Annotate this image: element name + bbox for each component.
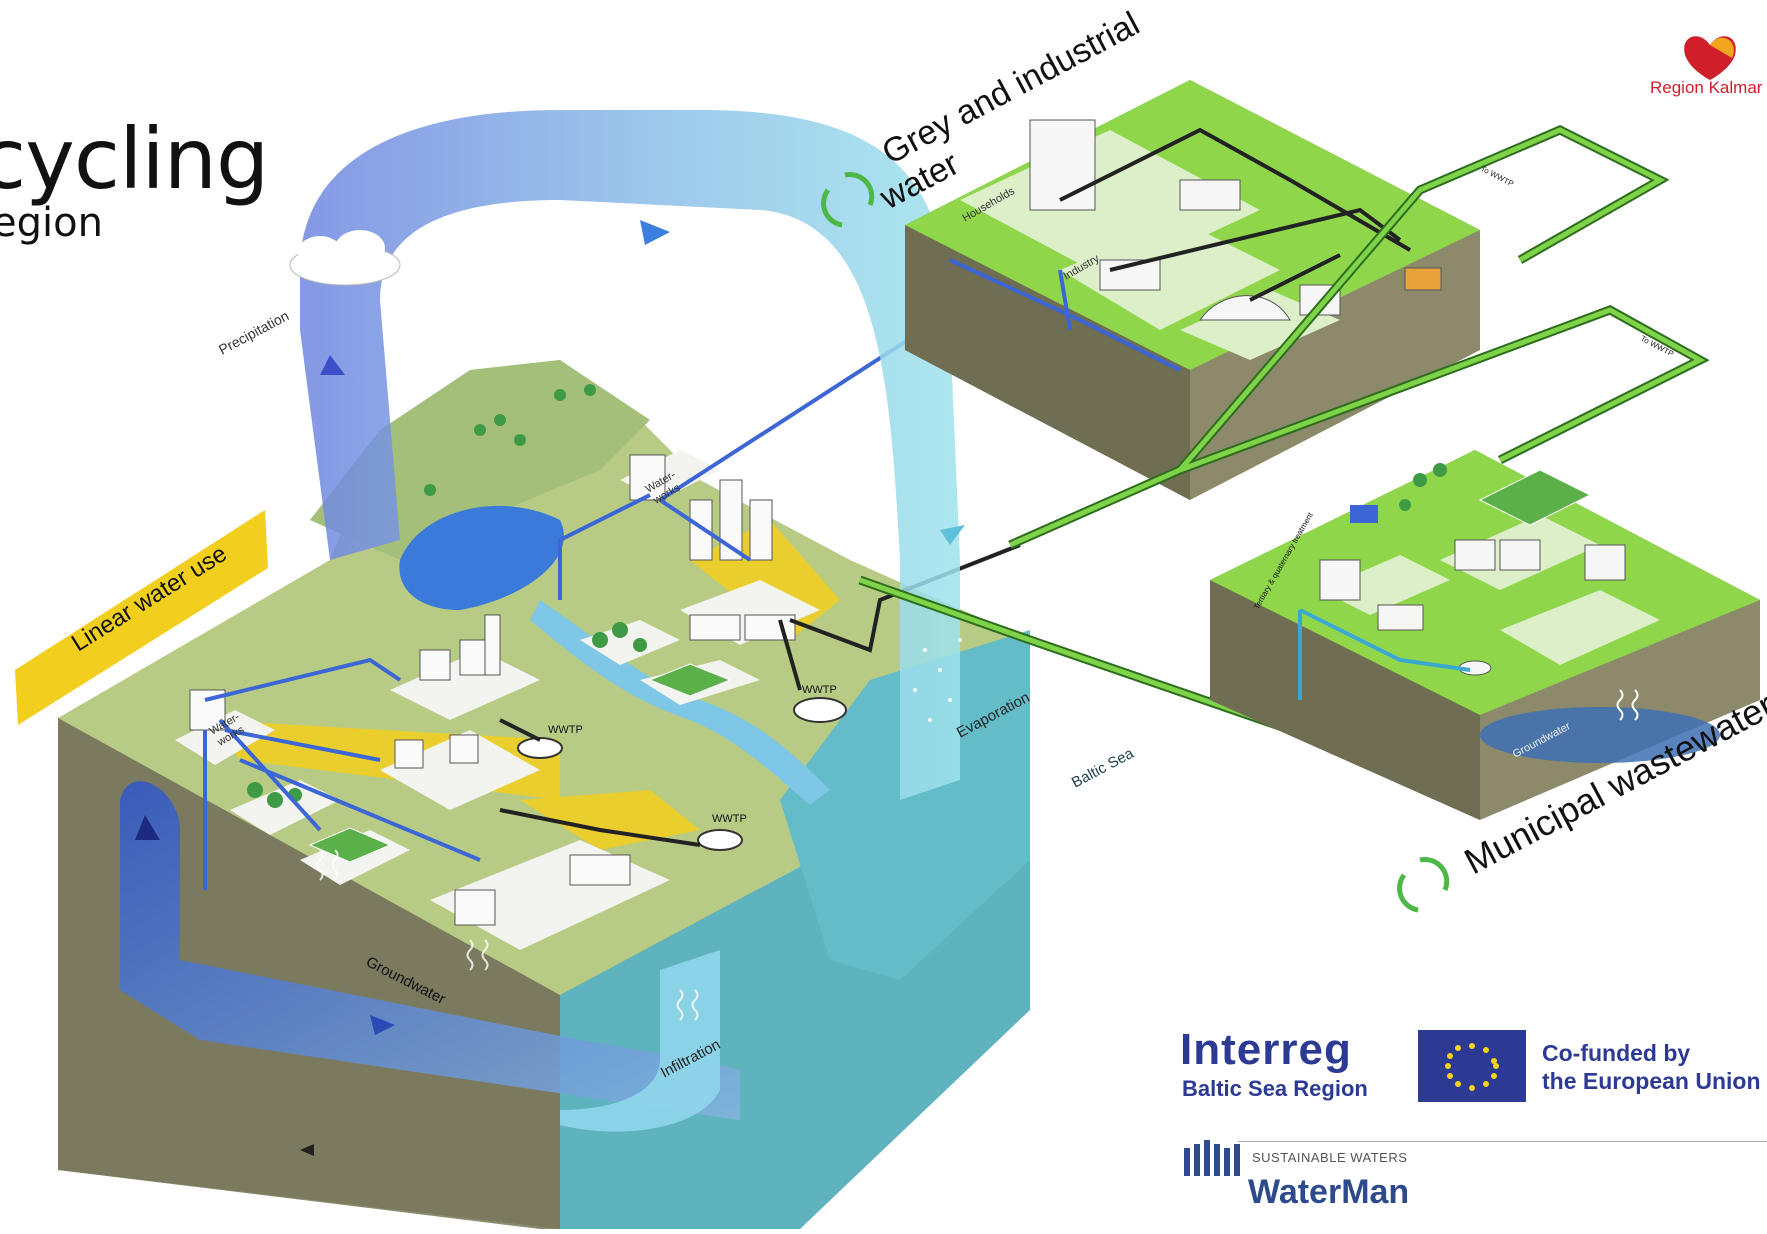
recycled-water-pipes xyxy=(859,127,1706,743)
main-landscape-block xyxy=(58,258,1061,1229)
factory xyxy=(744,614,796,641)
flow-arrow xyxy=(135,815,160,840)
land-top xyxy=(58,360,1030,995)
flow-arrow xyxy=(320,355,345,375)
waterworks-building xyxy=(189,689,226,731)
linear-water-use-banner xyxy=(15,510,268,725)
infiltration-column xyxy=(560,950,720,1132)
plot xyxy=(1060,220,1280,330)
wwtp-label: WWTP xyxy=(548,724,583,736)
flow-arrow xyxy=(300,1144,314,1156)
treatment-building xyxy=(1319,559,1361,601)
grey-industrial-platform xyxy=(905,80,1480,500)
cofunded-line1: Co-funded by xyxy=(1542,1040,1691,1066)
house xyxy=(449,734,479,764)
wwtp-icon xyxy=(517,697,847,851)
recycle-icon xyxy=(821,172,875,228)
waterworks-building xyxy=(629,454,666,501)
plot xyxy=(580,620,680,665)
page-title: cycling xyxy=(0,110,269,208)
tree-icon xyxy=(1399,463,1447,511)
treated-water-pipes xyxy=(1298,608,1471,700)
factory-icon xyxy=(1499,539,1541,571)
tree-icon xyxy=(247,384,647,808)
farm-house xyxy=(1584,544,1626,581)
tower-block xyxy=(749,499,773,561)
municipal-wastewater-platform xyxy=(1210,450,1760,820)
flow-arrow xyxy=(940,525,965,545)
sea-top xyxy=(780,630,1030,980)
flow-arrow xyxy=(370,1015,395,1035)
waterman-logo-text: WaterMan xyxy=(1248,1173,1410,1211)
flow-arrow xyxy=(640,220,670,245)
to-wwtp-label: To WWTP xyxy=(1479,164,1515,189)
church xyxy=(484,614,501,676)
precipitation-label: Precipitation xyxy=(216,307,292,357)
farm-house xyxy=(454,889,496,926)
lake xyxy=(399,505,564,610)
water-cycle-arc xyxy=(289,110,965,800)
plot xyxy=(390,650,540,720)
brand-name: Region Kalmar xyxy=(1650,78,1763,97)
yellow-sector xyxy=(520,790,700,850)
factory-icon xyxy=(1454,539,1496,571)
plot xyxy=(230,780,340,835)
groundwater-recharge-arrows xyxy=(1616,689,1639,721)
house xyxy=(394,739,424,769)
factory xyxy=(689,614,741,641)
wwtp-label: WWTP xyxy=(712,813,747,825)
divider xyxy=(1238,1141,1767,1142)
football-pitch xyxy=(648,663,732,697)
baltic-sea-label: Baltic Sea xyxy=(1069,745,1137,792)
groundwater-recharge-arrows xyxy=(316,849,699,1021)
barn xyxy=(569,854,631,886)
heart-icon xyxy=(1684,36,1736,80)
waterman-logo-icon xyxy=(1184,1140,1240,1176)
plot xyxy=(175,710,275,765)
groundwater-body xyxy=(120,781,740,1120)
plot xyxy=(1500,590,1660,665)
cofunded-line2: the European Union xyxy=(1542,1068,1761,1094)
recycle-icon xyxy=(1397,857,1450,913)
evaporation-dots xyxy=(913,638,962,722)
truck-icon xyxy=(1404,267,1442,291)
interreg-logo-text: Interreg xyxy=(1180,1025,1352,1074)
page-subtitle: egion xyxy=(0,200,103,246)
eu-flag-icon xyxy=(1418,1030,1526,1102)
house xyxy=(419,649,451,681)
football-pitch xyxy=(1478,469,1592,526)
household-building xyxy=(1029,119,1096,211)
interreg-subtitle: Baltic Sea Region xyxy=(1182,1076,1368,1101)
cloud-icon xyxy=(289,230,401,286)
sustainable-waters-label: SUSTAINABLE WATERS xyxy=(1252,1150,1408,1165)
groundwater-body xyxy=(1480,707,1720,763)
tower-block xyxy=(719,479,743,561)
truck-icon xyxy=(1350,505,1378,523)
water-supply-pipes xyxy=(949,258,1181,372)
treatment-building xyxy=(1377,604,1424,631)
tower-block xyxy=(689,499,713,561)
plot xyxy=(380,730,540,810)
wwtp-label: WWTP xyxy=(802,684,837,696)
